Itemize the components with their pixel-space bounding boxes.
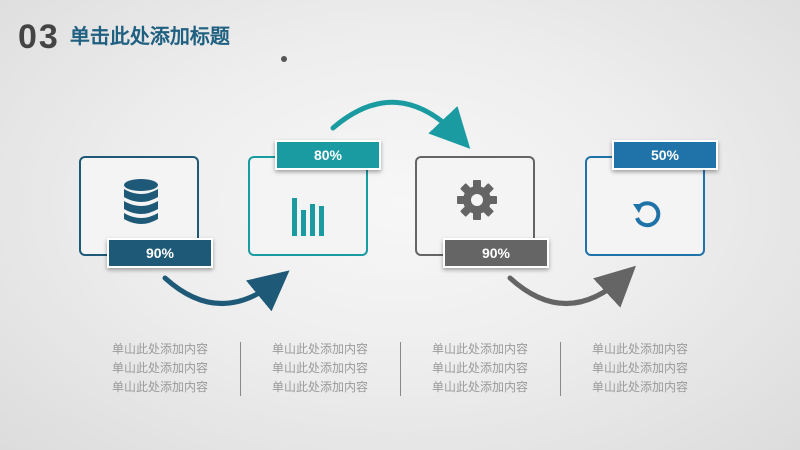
bar-chart-icon xyxy=(292,198,324,236)
text-column-1: 单山此处添加内容 单山此处添加内容 单山此处添加内容 xyxy=(85,340,235,397)
step-percent-2: 80% xyxy=(275,140,381,170)
step-card-2 xyxy=(248,156,368,256)
decorative-dot xyxy=(281,56,287,62)
step-card-4 xyxy=(585,156,705,256)
column-divider xyxy=(560,342,561,396)
text-line: 单山此处添加内容 xyxy=(271,380,368,394)
text-line: 单山此处添加内容 xyxy=(271,342,368,356)
column-divider xyxy=(240,342,241,396)
text-line: 单山此处添加内容 xyxy=(431,342,528,356)
text-line: 单山此处添加内容 xyxy=(111,361,208,375)
column-divider xyxy=(400,342,401,396)
refresh-icon xyxy=(633,201,661,228)
text-column-4: 单山此处添加内容 单山此处添加内容 单山此处添加内容 xyxy=(565,340,715,397)
database-icon xyxy=(124,179,158,224)
step-percent-4: 50% xyxy=(612,140,718,170)
arrow-navy xyxy=(162,270,290,312)
text-column-2: 单山此处添加内容 单山此处添加内容 单山此处添加内容 xyxy=(245,340,395,397)
slide-title: 单击此处添加标题 xyxy=(69,26,230,48)
text-line: 单山此处添加内容 xyxy=(271,361,368,375)
text-line: 单山此处添加内容 xyxy=(431,380,528,394)
section-number: 03 xyxy=(18,18,60,56)
text-line: 单山此处添加内容 xyxy=(431,361,528,375)
step-percent-1: 90% xyxy=(107,238,213,268)
text-line: 单山此处添加内容 xyxy=(591,342,688,356)
gear-icon xyxy=(457,180,497,220)
slide-header: 03 单击此处添加标题 xyxy=(18,18,230,56)
text-line: 单山此处添加内容 xyxy=(111,380,208,394)
arrow-gray xyxy=(507,265,636,308)
text-line: 单山此处添加内容 xyxy=(111,342,208,356)
text-line: 单山此处添加内容 xyxy=(591,361,688,375)
text-line: 单山此处添加内容 xyxy=(591,380,688,394)
text-column-3: 单山此处添加内容 单山此处添加内容 单山此处添加内容 xyxy=(405,340,555,397)
arrow-teal xyxy=(330,99,471,149)
step-percent-3: 90% xyxy=(443,238,549,268)
